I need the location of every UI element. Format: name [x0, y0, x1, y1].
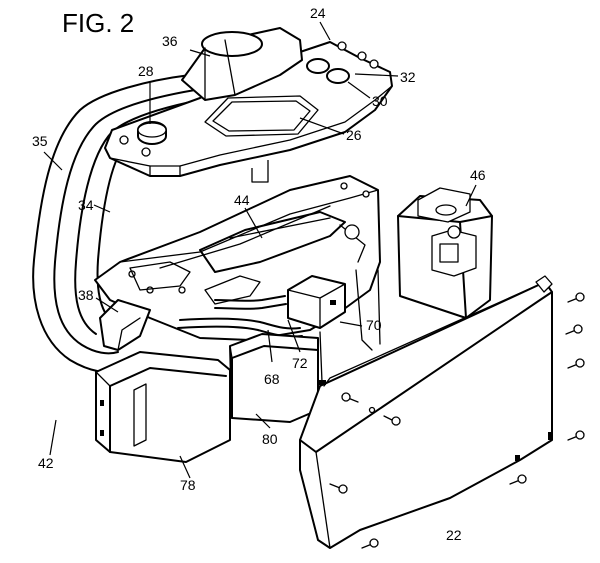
label-42: 42 — [38, 455, 54, 471]
support-rods — [319, 269, 381, 383]
label-44: 44 — [234, 192, 250, 208]
label-22: 22 — [446, 527, 462, 543]
label-35: 35 — [32, 133, 48, 149]
sensor-block — [287, 275, 346, 329]
label-24: 24 — [310, 5, 326, 21]
reference-numerals: 24 36 28 32 30 26 35 34 44 46 38 70 72 6… — [32, 5, 486, 543]
label-38: 38 — [78, 287, 94, 303]
motor — [181, 27, 303, 101]
sensor-module — [397, 187, 493, 319]
screws — [329, 292, 585, 549]
label-34: 34 — [78, 197, 94, 213]
label-30: 30 — [372, 93, 388, 109]
label-26: 26 — [346, 127, 362, 143]
cover-panel — [299, 275, 553, 549]
battery-pack-left — [95, 351, 231, 463]
label-72: 72 — [292, 355, 308, 371]
side-bracket — [99, 299, 151, 351]
figure-title: FIG. 2 — [62, 8, 134, 38]
leader-lines — [43, 21, 477, 479]
label-68: 68 — [264, 371, 280, 387]
label-46: 46 — [470, 167, 486, 183]
label-78: 78 — [180, 477, 196, 493]
label-70: 70 — [366, 317, 382, 333]
label-80: 80 — [262, 431, 278, 447]
buttons — [119, 41, 379, 157]
label-36: 36 — [162, 33, 178, 49]
label-32: 32 — [400, 69, 416, 85]
label-28: 28 — [138, 63, 154, 79]
